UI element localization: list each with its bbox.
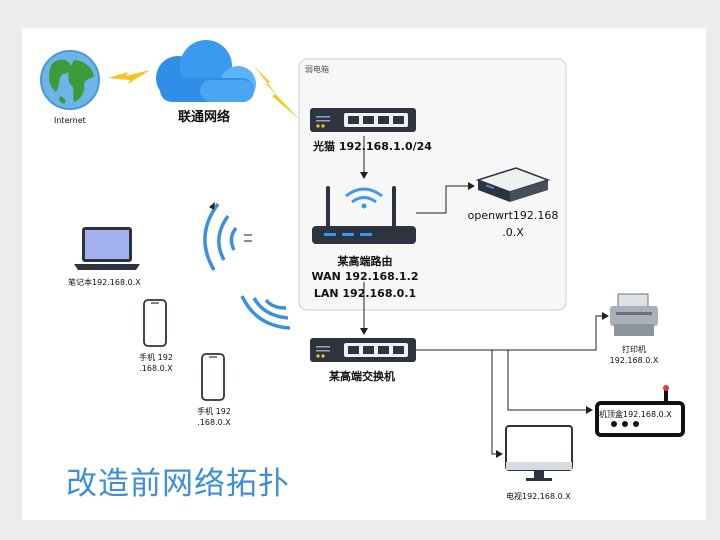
router-name-label: 某高端路由 — [337, 255, 393, 268]
printer-label-line2: 192.168.0.X — [609, 356, 659, 365]
modem-icon — [310, 108, 416, 132]
laptop-icon — [74, 227, 140, 270]
diagram-title: 改造前网络拓扑 — [66, 466, 290, 502]
cabinet-label: 弱电箱 — [305, 65, 329, 74]
lightning-bolt-icon — [254, 66, 300, 120]
phone1-label-line2: .168.0.X — [139, 364, 173, 373]
laptop-label: 笔记本192.168.0.X — [68, 278, 141, 287]
router-lan-label: LAN 192.168.0.1 — [313, 287, 417, 300]
phone2-label-line2: .168.0.X — [197, 418, 231, 427]
isp-label: 联通网络 — [178, 110, 231, 125]
phone2-label-line1: 手机 192 — [197, 407, 231, 416]
globe-icon — [40, 50, 100, 110]
switch-label: 某高端交换机 — [329, 370, 395, 383]
printer-icon — [610, 293, 658, 336]
switch-icon — [310, 338, 416, 362]
router-wan-label: WAN 192.168.1.2 — [311, 270, 419, 283]
phone-icon — [201, 353, 225, 401]
lightning-bolt-icon — [108, 70, 150, 84]
tv-label: 电视192.168.0.X — [506, 492, 571, 501]
phone1-label-line1: 手机 192 — [139, 353, 173, 362]
cloud-icon — [156, 40, 256, 102]
router-icon — [312, 186, 416, 244]
wifi-signal-icon — [240, 295, 291, 330]
modem-label: 光猫 192.168.1.0/24 — [313, 140, 432, 153]
switch-printer-link — [416, 312, 609, 351]
openwrt-box-icon — [475, 167, 551, 202]
printer-label-line1: 打印机 — [622, 345, 646, 354]
router-openwrt-link — [416, 182, 475, 214]
set-top-box-label: 机顶盒192.168.0.X — [599, 409, 672, 420]
phone-icon — [143, 299, 167, 347]
internet-label: Internet — [54, 116, 86, 125]
wifi-signal-icon — [203, 202, 252, 271]
openwrt-label-line1: openwrt192.168 — [467, 209, 559, 222]
openwrt-label-line2: .0.X — [502, 226, 524, 239]
switch-stb-link — [507, 350, 593, 414]
switch-tv-link — [491, 350, 503, 458]
tv-icon — [505, 425, 573, 481]
